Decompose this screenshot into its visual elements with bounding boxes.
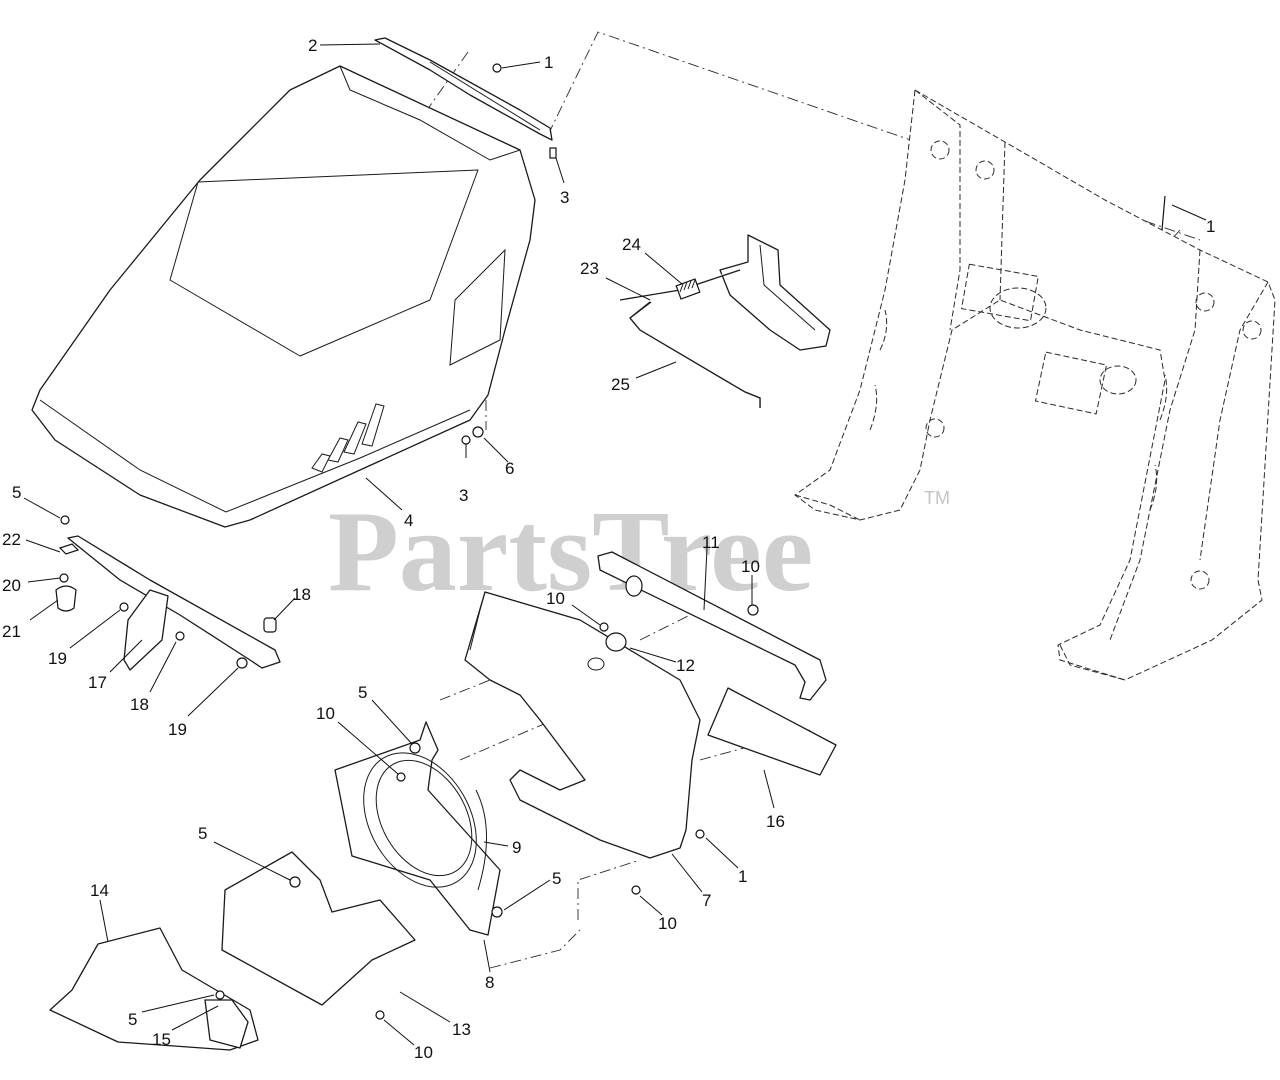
callout-part-7: 7	[702, 891, 711, 910]
lower-deflector-14	[49, 927, 259, 1051]
callout-part-13: 13	[452, 1020, 471, 1039]
hardware	[215, 63, 1166, 1020]
callout-part-21: 21	[2, 622, 21, 641]
callout-part-8: 8	[485, 973, 494, 992]
callout-part-22: 22	[2, 530, 21, 549]
top-bracket	[374, 37, 553, 141]
callout-part-10-housing: 10	[546, 589, 565, 608]
callout-part-1-housing: 1	[738, 867, 747, 886]
deflector-plate	[707, 687, 837, 776]
side-bracket	[55, 515, 281, 671]
lower-deflector-15	[204, 999, 249, 1049]
watermark-trademark: TM	[924, 488, 950, 508]
callout-part-6: 6	[505, 459, 514, 478]
callout-part-19-lower: 19	[168, 720, 187, 739]
watermark-text: PartsTree	[328, 488, 813, 616]
duct-housing	[464, 591, 701, 859]
fan-shroud	[334, 721, 501, 936]
callout-part-1-frame: 1	[1206, 217, 1215, 236]
callout-part-5-shroud-top: 5	[358, 683, 367, 702]
callout-part-3-lower: 3	[459, 486, 468, 505]
callout-part-5-bracket: 5	[12, 483, 21, 502]
callout-part-12: 12	[676, 656, 695, 675]
callout-part-3: 3	[560, 188, 569, 207]
callout-part-5-shroud-side: 5	[552, 869, 561, 888]
callout-part-10-lower: 10	[414, 1043, 433, 1062]
callout-part-11: 11	[702, 533, 720, 552]
partstree-watermark: PartsTree TM	[328, 488, 950, 616]
callout-part-5-lower: 5	[128, 1010, 137, 1029]
hood-cover	[31, 65, 536, 528]
callout-part-17: 17	[88, 673, 107, 692]
latch-rod-assembly	[619, 234, 831, 408]
callout-part-19-upper: 19	[48, 649, 67, 668]
callout-part-4: 4	[404, 511, 413, 530]
callout-part-5-deflector: 5	[198, 824, 207, 843]
lower-deflector-13	[221, 851, 416, 1006]
callout-part-15: 15	[152, 1030, 171, 1049]
callout-part-10-rail: 10	[741, 557, 760, 576]
upper-rail	[597, 551, 827, 701]
leader-lines	[23, 43, 1207, 1046]
callout-part-20: 20	[2, 576, 21, 595]
callout-part-9: 9	[512, 838, 521, 857]
callout-part-14: 14	[90, 881, 109, 900]
callout-part-24: 24	[622, 235, 641, 254]
callout-part-18-lower: 18	[130, 695, 149, 714]
callout-part-2: 2	[308, 36, 317, 55]
callout-part-18-upper: 18	[292, 585, 311, 604]
callout-part-10-housing-lower: 10	[658, 914, 677, 933]
callout-part-10-shroud: 10	[316, 704, 335, 723]
callout-labels: 1 2 3 1 24 23 25 3 6 4 5 22 20 21 19 17 …	[2, 36, 1215, 1062]
main-frame	[794, 89, 1276, 681]
callout-part-25: 25	[611, 375, 630, 394]
callout-part-23: 23	[580, 259, 599, 278]
callout-part-1: 1	[544, 53, 553, 72]
callout-part-16: 16	[766, 812, 785, 831]
